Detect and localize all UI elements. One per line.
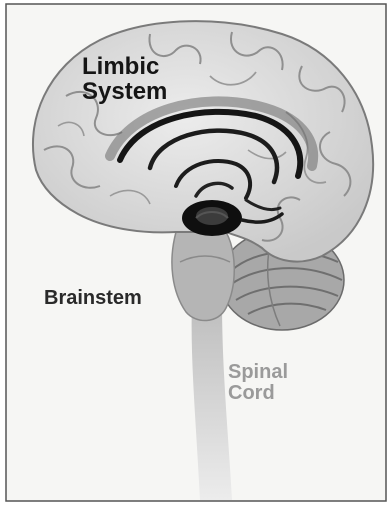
spinal-label-line1: Spinal — [228, 362, 288, 383]
spinal-cord-label: Spinal Cord — [228, 362, 288, 404]
brainstem-label: Brainstem — [44, 288, 142, 309]
limbic-label-line1: Limbic — [82, 54, 167, 79]
limbic-label-line2: System — [82, 79, 167, 104]
spinal-label-line2: Cord — [228, 383, 288, 404]
limbic-system-label: Limbic System — [82, 54, 167, 104]
